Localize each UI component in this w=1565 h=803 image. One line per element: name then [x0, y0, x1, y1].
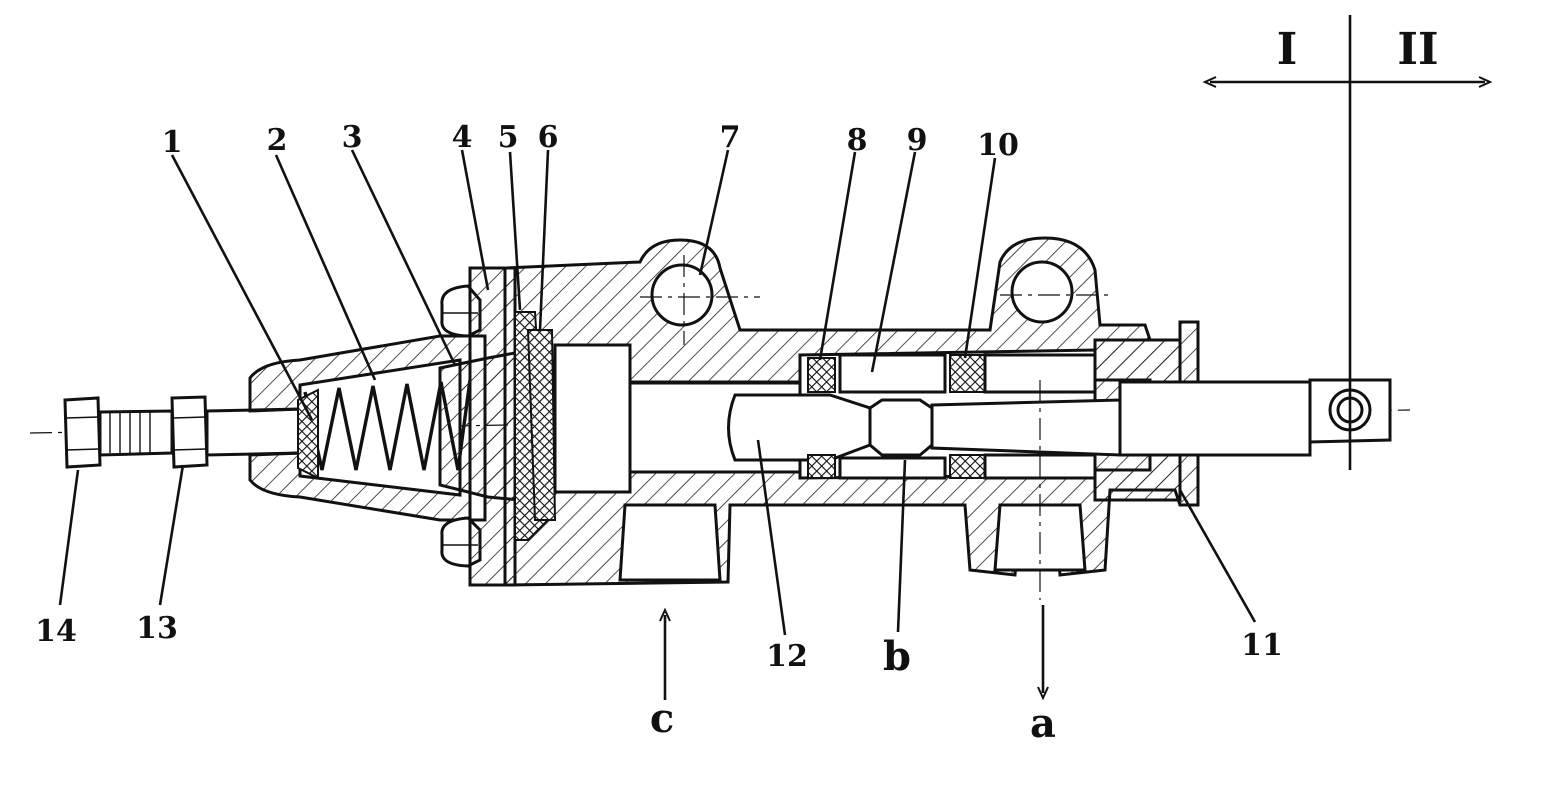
mounting-lug-right — [1010, 260, 1074, 324]
adjusting-screw — [63, 395, 302, 469]
seal-rings — [807, 353, 1097, 480]
port-label-b: b — [883, 633, 911, 680]
part-label-1: 1 — [162, 125, 183, 160]
mounting-lug-7 — [650, 263, 714, 327]
part-label-6: 6 — [538, 120, 559, 155]
port-c-bore — [618, 503, 722, 582]
part-label-3: 3 — [342, 120, 363, 155]
part-label-13: 13 — [136, 611, 178, 646]
part-label-8: 8 — [847, 123, 868, 158]
part-label-4: 4 — [452, 120, 473, 155]
part-label-7: 7 — [720, 120, 741, 155]
part-label-11: 11 — [1241, 628, 1283, 663]
position-label-ii: II — [1397, 24, 1438, 75]
port-label-a: a — [1030, 700, 1056, 747]
part-label-5: 5 — [498, 120, 519, 155]
leader-lines — [58, 149, 1257, 636]
part-label-9: 9 — [907, 123, 928, 158]
part-label-2: 2 — [267, 123, 288, 158]
part-label-14: 14 — [35, 614, 77, 649]
part-label-12: 12 — [766, 639, 808, 674]
part-label-10: 10 — [977, 128, 1019, 163]
valve-stem — [628, 381, 1122, 474]
position-label-i: I — [1277, 24, 1298, 75]
port-label-c: c — [650, 695, 674, 742]
